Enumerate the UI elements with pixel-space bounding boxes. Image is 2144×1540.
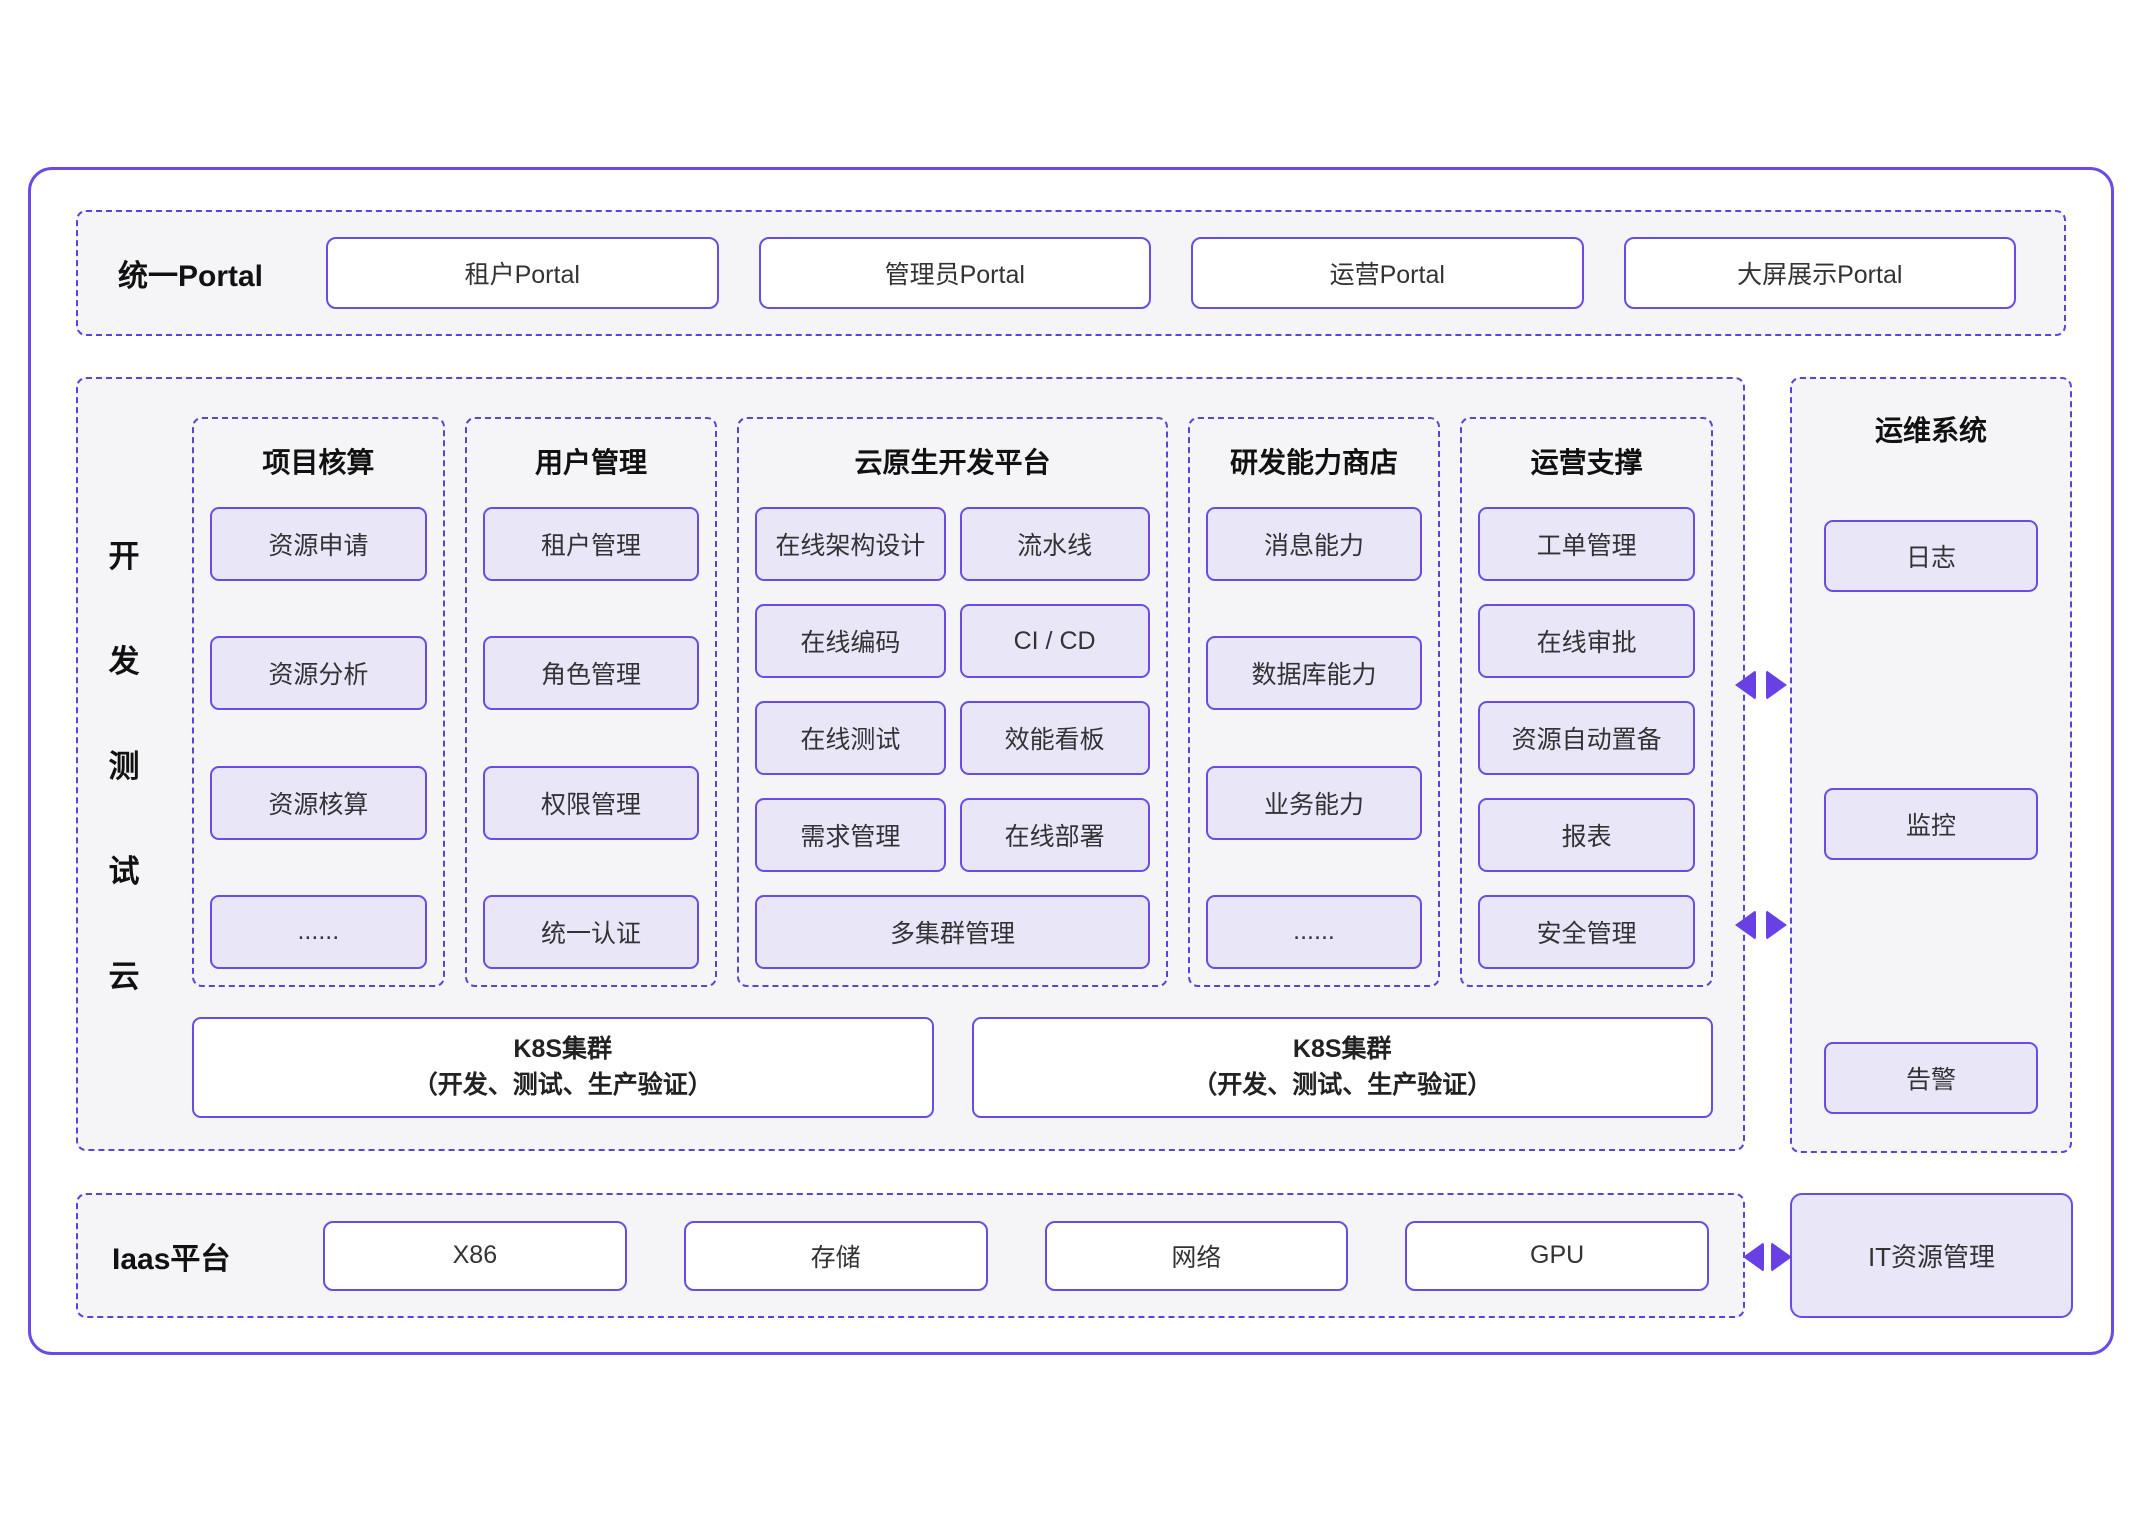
vertical-label-char: 发	[108, 644, 140, 679]
alert-box: 告警	[1824, 1042, 2038, 1114]
capability-box: CI / CD	[959, 604, 1150, 678]
capability-box: 需求管理	[755, 798, 946, 872]
column-title: 研发能力商店	[1230, 447, 1399, 478]
capability-box-ellipsis: ......	[210, 894, 427, 969]
column-title: 云原生开发平台	[854, 447, 1051, 478]
capability-box: 资源自动置备	[1478, 701, 1696, 775]
right-arrow-icon	[1766, 910, 1787, 940]
column-project-accounting: 项目核算 资源申请 资源分析 资源核算 ......	[192, 417, 445, 987]
right-arrow-icon	[1766, 670, 1787, 700]
k8s-cluster-line1: K8S集群	[1292, 1035, 1392, 1063]
capability-box: 效能看板	[959, 701, 1150, 775]
iaas-platform-section: Iaas平台 X86 存储 网络 GPU	[76, 1193, 1745, 1318]
column-items: 工单管理 在线审批 资源自动置备 报表 安全管理	[1478, 507, 1696, 969]
capability-box: 角色管理	[482, 636, 700, 711]
capability-box: 资源分析	[210, 636, 427, 711]
column-title: 项目核算	[262, 447, 375, 478]
iaas-platform-title: Iaas平台	[112, 1242, 231, 1276]
dev-test-cloud-vertical-label: 开 发 测 试 云	[102, 531, 146, 996]
ops-system-title: 运维系统	[1874, 415, 1987, 446]
capability-box: 工单管理	[1478, 507, 1696, 581]
unified-portal-section: 统一Portal 租户Portal 管理员Portal 运营Portal 大屏展…	[76, 210, 2066, 336]
capability-box: 报表	[1478, 798, 1696, 872]
vertical-label-char: 云	[108, 959, 140, 994]
column-cloud-native-platform: 云原生开发平台 在线架构设计 流水线 在线编码 CI / CD 在线测试 效能看…	[737, 417, 1168, 987]
k8s-cluster-line1: K8S集群	[513, 1035, 613, 1063]
vertical-label-char: 开	[108, 539, 140, 574]
left-arrow-icon	[1743, 1242, 1764, 1272]
bidirectional-arrows-top	[1735, 670, 1787, 700]
k8s-cluster-line2: （开发、测试、生产验证）	[412, 1070, 713, 1099]
capability-box: 租户管理	[482, 507, 700, 581]
column-title: 运营支撑	[1530, 447, 1643, 478]
capability-box: 在线部署	[959, 798, 1150, 872]
k8s-cluster-box: K8S集群 （开发、测试、生产验证）	[971, 1017, 1713, 1118]
dev-test-cloud-section: 开 发 测 试 云 项目核算 资源申请 资源分析 资源核算 ...... 用户管…	[76, 377, 1745, 1151]
column-items: 在线架构设计 流水线 在线编码 CI / CD 在线测试 效能看板 需求管理 在…	[755, 507, 1150, 969]
x86-box: X86	[323, 1220, 627, 1291]
capability-columns: 项目核算 资源申请 资源分析 资源核算 ...... 用户管理 租户管理 角色管…	[192, 417, 1714, 987]
capability-box: 安全管理	[1478, 895, 1696, 969]
storage-box: 存储	[683, 1220, 988, 1291]
capability-box: 数据库能力	[1205, 636, 1423, 711]
k8s-cluster-row: K8S集群 （开发、测试、生产验证） K8S集群 （开发、测试、生产验证）	[192, 1017, 1713, 1118]
log-box: 日志	[1824, 520, 2038, 592]
ops-system-panel: 运维系统 日志 监控 告警	[1790, 377, 2072, 1153]
multi-cluster-management-box: 多集群管理	[755, 895, 1150, 969]
left-arrow-icon	[1735, 670, 1756, 700]
capability-box: 统一认证	[482, 894, 700, 969]
column-items: 租户管理 角色管理 权限管理 统一认证	[482, 507, 700, 969]
capability-box: 流水线	[959, 507, 1150, 581]
bidirectional-arrows-bottom	[1743, 1242, 1792, 1272]
capability-box-ellipsis: ......	[1205, 894, 1423, 969]
capability-box: 在线审批	[1478, 604, 1696, 678]
bigscreen-portal-box: 大屏展示Portal	[1623, 237, 2016, 309]
capability-box: 权限管理	[482, 765, 700, 840]
bidirectional-arrows-middle	[1735, 910, 1787, 940]
capability-box: 资源申请	[210, 507, 427, 581]
tenant-portal-box: 租户Portal	[326, 237, 719, 309]
monitor-box: 监控	[1824, 788, 2038, 860]
capability-box: 在线编码	[755, 604, 946, 678]
it-resource-management-box: IT资源管理	[1790, 1193, 2073, 1318]
column-title: 用户管理	[535, 447, 648, 478]
column-operation-support: 运营支撑 工单管理 在线审批 资源自动置备 报表 安全管理	[1460, 417, 1714, 987]
k8s-cluster-box: K8S集群 （开发、测试、生产验证）	[192, 1017, 934, 1118]
column-items: 消息能力 数据库能力 业务能力 ......	[1205, 507, 1423, 969]
column-rd-capability-store: 研发能力商店 消息能力 数据库能力 业务能力 ......	[1187, 417, 1441, 987]
capability-box: 资源核算	[210, 765, 427, 840]
capability-box: 消息能力	[1205, 507, 1423, 581]
vertical-label-char: 测	[108, 749, 140, 784]
vertical-label-char: 试	[108, 854, 140, 889]
admin-portal-box: 管理员Portal	[758, 237, 1151, 309]
gpu-box: GPU	[1405, 1220, 1709, 1291]
unified-portal-title: 统一Portal	[118, 260, 264, 293]
capability-box: 在线架构设计	[755, 507, 946, 581]
column-items: 资源申请 资源分析 资源核算 ......	[210, 507, 427, 969]
k8s-cluster-line2: （开发、测试、生产验证）	[1192, 1070, 1493, 1099]
column-user-management: 用户管理 租户管理 角色管理 权限管理 统一认证	[464, 417, 718, 987]
left-arrow-icon	[1735, 910, 1756, 940]
capability-box: 在线测试	[755, 701, 946, 775]
capability-box: 业务能力	[1205, 765, 1423, 840]
operation-portal-box: 运营Portal	[1191, 237, 1584, 309]
network-box: 网络	[1044, 1220, 1349, 1291]
right-arrow-icon	[1771, 1242, 1792, 1272]
